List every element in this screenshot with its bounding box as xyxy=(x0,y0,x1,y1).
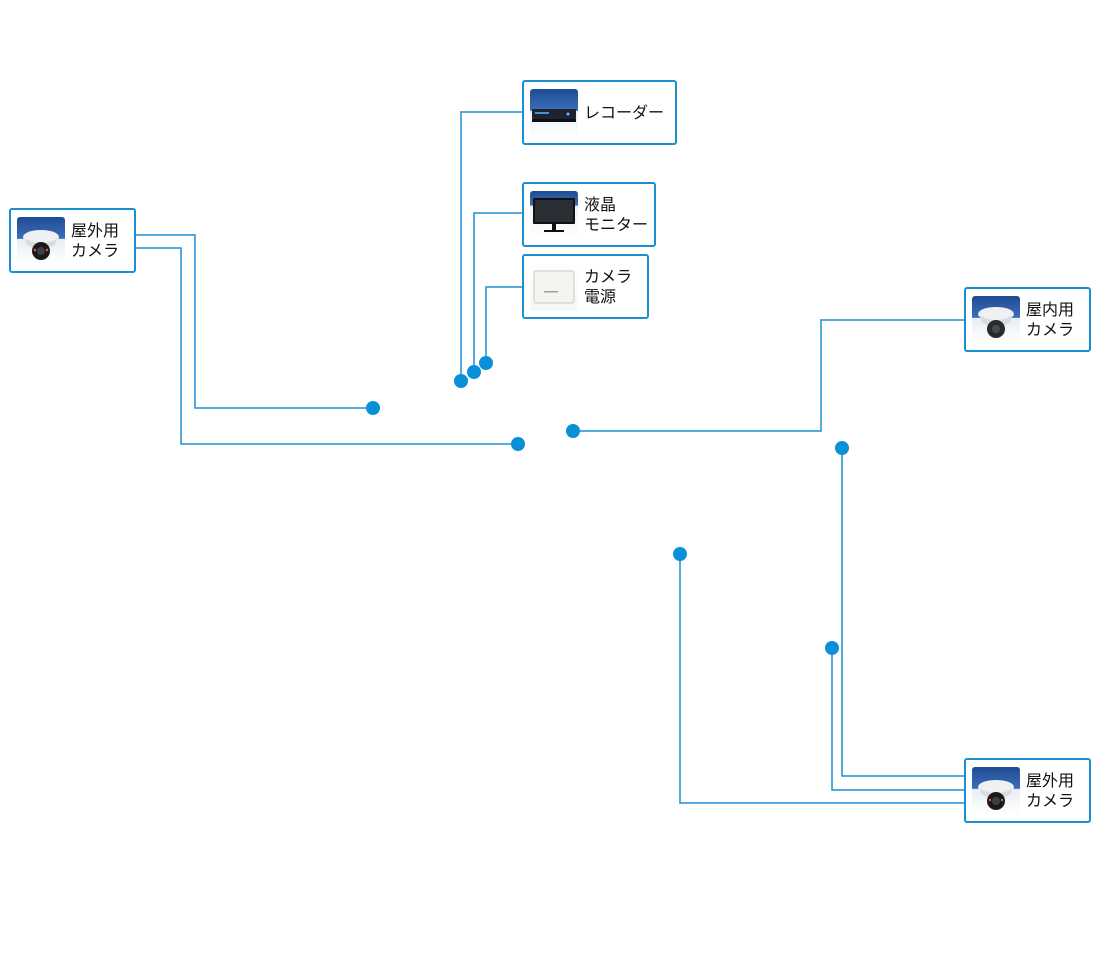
connection-dot[interactable] xyxy=(566,424,580,438)
recorder-icon xyxy=(530,88,578,137)
recorder-card[interactable]: レコーダー xyxy=(522,80,677,145)
wire-outdoor-bottom-2 xyxy=(831,648,966,791)
recorder-label: レコーダー xyxy=(584,103,664,123)
monitor-icon xyxy=(530,190,578,239)
wire-outdoor-left-2 xyxy=(135,247,518,445)
wire-outdoor-bottom-1 xyxy=(841,448,966,777)
connection-dot[interactable] xyxy=(825,641,839,655)
outdoor-camera-bottom-label-line-1: 屋外用 xyxy=(1026,770,1075,790)
wire-monitor xyxy=(473,212,523,372)
dome-camera-icon xyxy=(972,295,1020,344)
outdoor-camera-bottom-label-line-2: カメラ xyxy=(1026,790,1075,810)
monitor-card[interactable]: 液晶 モニター xyxy=(522,182,656,247)
connection-dot[interactable] xyxy=(511,437,525,451)
monitor-label-line-2: モニター xyxy=(584,214,649,234)
monitor-label: 液晶 モニター xyxy=(584,195,648,235)
outdoor-camera-bottom-card[interactable]: 屋外用 カメラ xyxy=(964,758,1091,823)
outdoor-camera-left-card[interactable]: 屋外用 カメラ xyxy=(9,208,136,273)
camera-power-card[interactable]: カメラ 電源 xyxy=(522,254,649,319)
camera-power-label-line-2: 電源 xyxy=(584,286,617,306)
indoor-camera-label-line-2: カメラ xyxy=(1026,319,1075,339)
connection-dot[interactable] xyxy=(454,374,468,388)
outdoor-camera-left-label-line-2: カメラ xyxy=(71,240,120,260)
monitor-label-line-1: 液晶 xyxy=(584,194,617,214)
dome-camera-icon xyxy=(972,766,1020,815)
connection-dot[interactable] xyxy=(835,441,849,455)
outdoor-camera-bottom-label: 屋外用 カメラ xyxy=(1026,771,1074,811)
outdoor-camera-left-label-line-1: 屋外用 xyxy=(71,220,120,240)
connection-dot[interactable] xyxy=(479,356,493,370)
wire-camera-power xyxy=(485,286,523,363)
outdoor-camera-left-label: 屋外用 カメラ xyxy=(71,221,119,261)
camera-power-label-line-1: カメラ xyxy=(584,266,633,286)
power-supply-icon xyxy=(530,262,578,311)
wire-outdoor-left-1 xyxy=(135,234,373,409)
connection-dot[interactable] xyxy=(366,401,380,415)
camera-power-label: カメラ 電源 xyxy=(584,267,632,307)
recorder-label-line: レコーダー xyxy=(584,102,665,122)
indoor-camera-label-line-1: 屋内用 xyxy=(1026,299,1075,319)
indoor-camera-label: 屋内用 カメラ xyxy=(1026,300,1074,340)
dome-camera-icon xyxy=(17,216,65,265)
wire-outdoor-bottom-3 xyxy=(679,554,966,804)
wire-recorder xyxy=(460,111,523,381)
wire-indoor-camera xyxy=(573,319,966,432)
indoor-camera-card[interactable]: 屋内用 カメラ xyxy=(964,287,1091,352)
connection-dot[interactable] xyxy=(673,547,687,561)
connection-dot[interactable] xyxy=(467,365,481,379)
